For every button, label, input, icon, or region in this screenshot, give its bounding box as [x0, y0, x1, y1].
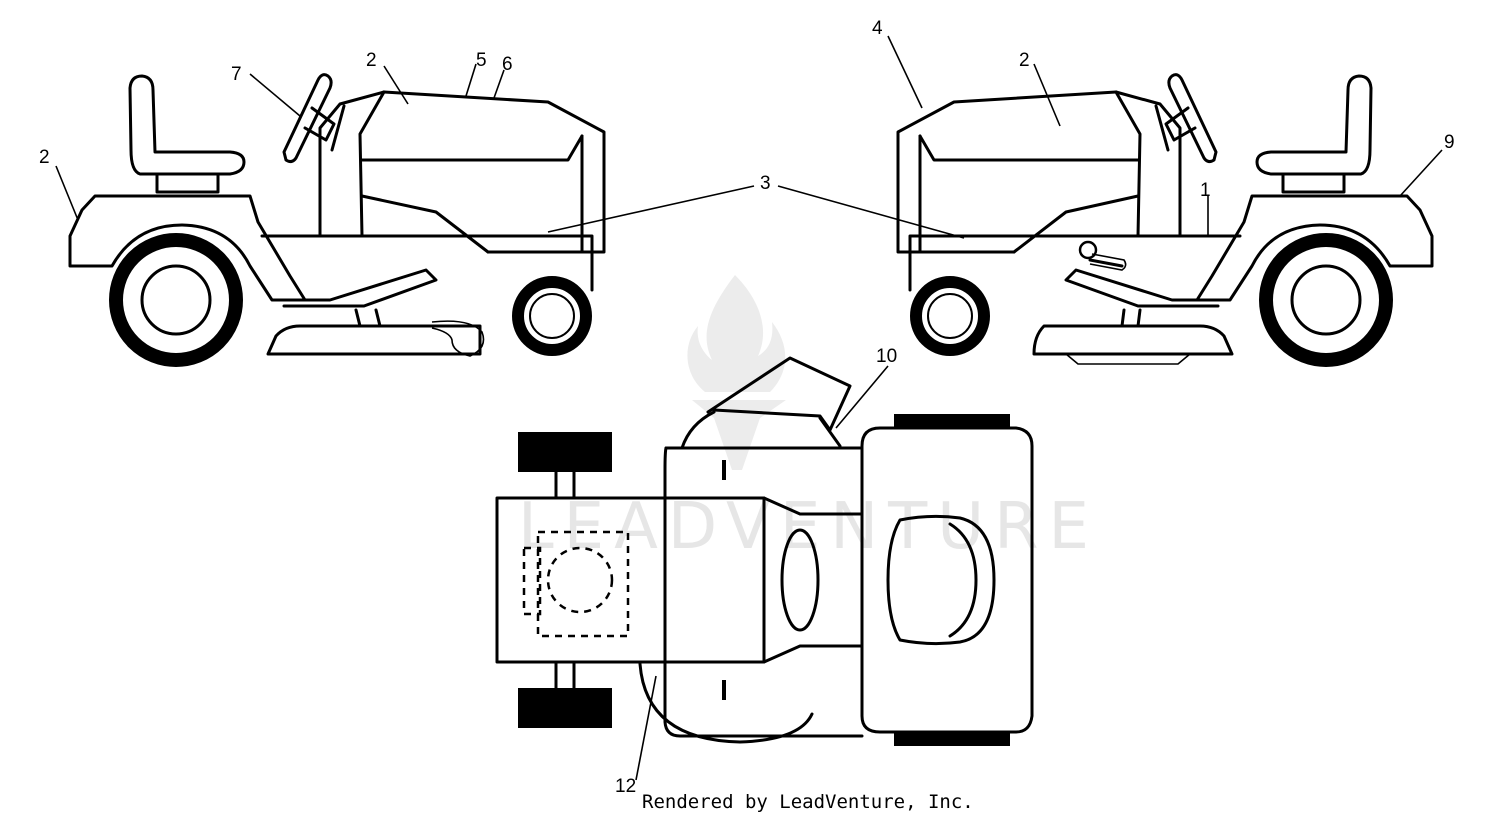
callout-5: 5 — [476, 50, 487, 71]
callout-labels: 2 7 2 5 6 3 4 2 1 9 10 12 — [39, 18, 1455, 797]
flame-logo-icon — [687, 275, 786, 470]
render-credit: Rendered by LeadVenture, Inc. — [642, 791, 974, 813]
callout-3: 3 — [760, 173, 771, 194]
callout-2-hood-left: 2 — [366, 50, 377, 71]
callout-7: 7 — [231, 64, 242, 85]
callout-12: 12 — [615, 776, 636, 797]
callout-4: 4 — [872, 18, 883, 39]
mower-left-side-view — [68, 73, 606, 367]
callout-6: 6 — [502, 54, 513, 75]
leader-lines — [55, 35, 1443, 781]
callout-9: 9 — [1444, 132, 1455, 153]
watermark: LEADVENTURE — [518, 275, 1099, 564]
callout-2-rear-fender-left: 2 — [39, 147, 50, 168]
callout-1: 1 — [1200, 180, 1211, 201]
mower-top-view — [495, 356, 1034, 746]
watermark-text: LEADVENTURE — [518, 490, 1099, 564]
mower-right-side-view — [896, 73, 1434, 367]
callout-2-hood-right: 2 — [1019, 50, 1030, 71]
callout-10: 10 — [876, 346, 897, 367]
